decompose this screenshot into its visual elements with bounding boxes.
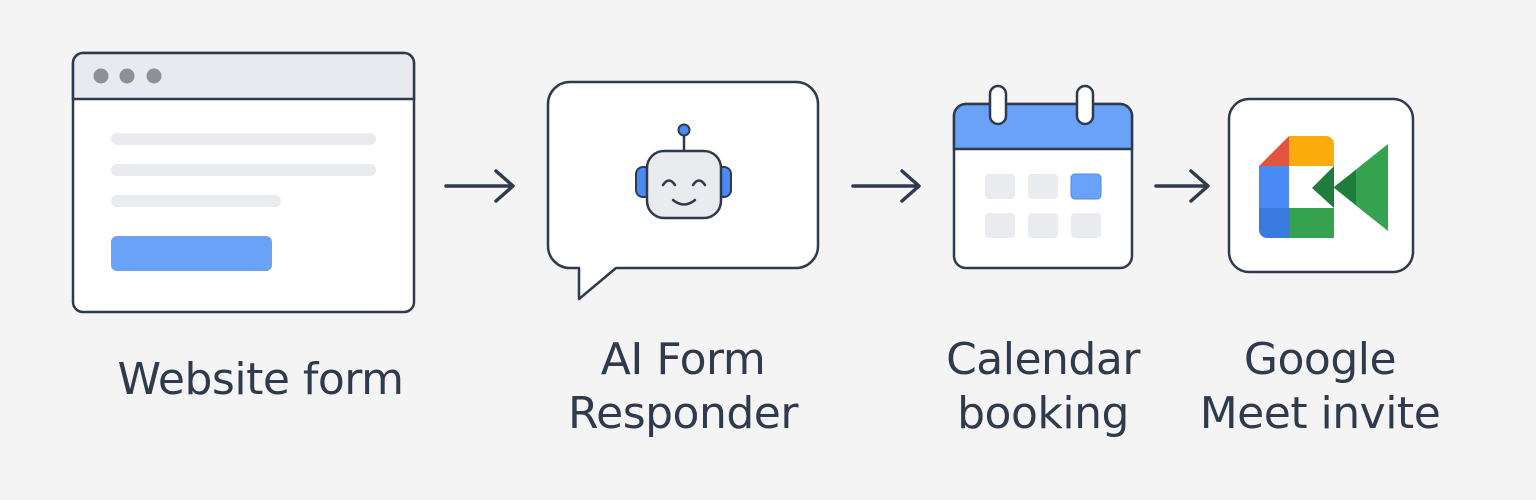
calendar-icon	[952, 84, 1134, 270]
calendar-day-cell	[985, 174, 1015, 199]
form-submit-placeholder	[111, 236, 272, 271]
calendar-ring-icon	[988, 84, 1008, 126]
step-label-website-form: Website form	[73, 353, 448, 407]
google-meet-icon	[1227, 97, 1415, 274]
form-line-placeholder	[111, 195, 281, 207]
window-dot-icon	[119, 68, 135, 84]
window-dot-icon	[93, 68, 109, 84]
step-label-line: Meet invite	[1199, 388, 1441, 439]
window-dot-icon	[146, 68, 162, 84]
step-label-google-meet-invite: Google Meet invite	[1180, 333, 1460, 441]
calendar-day-cell	[985, 213, 1015, 238]
step-label-line: Responder	[568, 388, 798, 439]
step-label-line: Calendar	[946, 334, 1140, 385]
robot-chat-bubble-icon	[546, 80, 820, 301]
form-line-placeholder	[111, 164, 376, 176]
calendar-ring-icon	[1075, 84, 1095, 126]
robot-icon	[635, 123, 732, 220]
calendar-day-cell	[1028, 213, 1058, 238]
arrow-right-icon	[1154, 169, 1210, 203]
step-label-calendar-booking: Calendar booking	[920, 333, 1166, 441]
step-label-line: Website form	[117, 354, 404, 405]
step-label-line: Google	[1243, 334, 1397, 385]
step-label-line: AI Form	[600, 334, 766, 385]
step-label-line: booking	[957, 388, 1129, 439]
arrow-right-icon	[851, 169, 921, 203]
calendar-day-cell	[1071, 213, 1101, 238]
browser-window-icon	[71, 51, 416, 314]
calendar-day-cell-selected	[1070, 173, 1102, 200]
form-line-placeholder	[111, 133, 376, 145]
calendar-day-cell	[1028, 174, 1058, 199]
step-label-ai-form-responder: AI Form Responder	[525, 333, 841, 441]
arrow-right-icon	[444, 169, 515, 203]
